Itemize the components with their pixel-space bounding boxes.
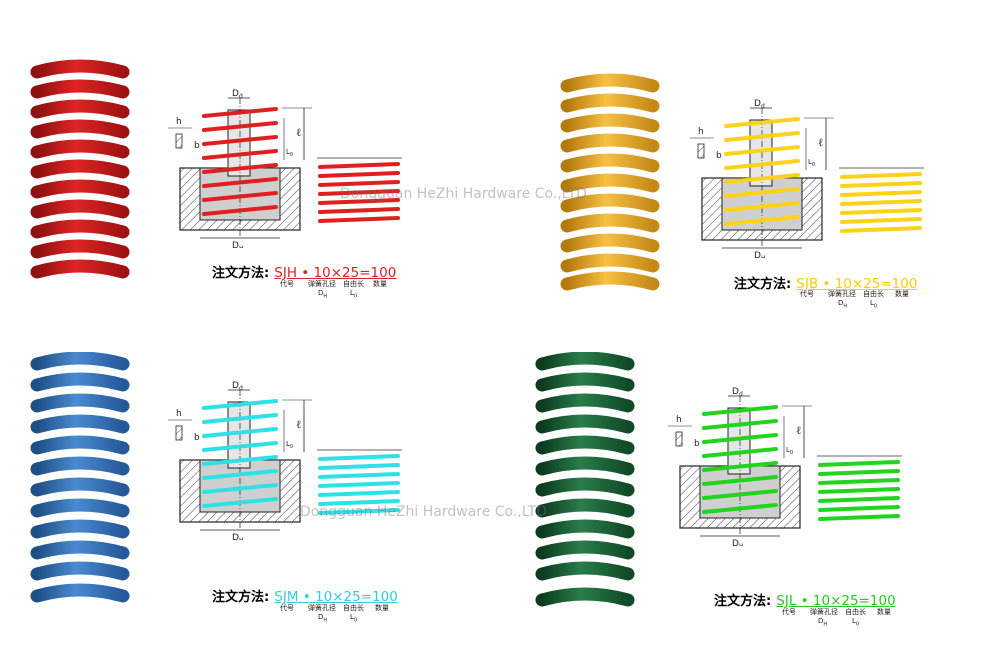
side-spring (318, 162, 400, 223)
diagram-coils (202, 107, 278, 216)
caption-code: 代号 (782, 608, 796, 616)
svg-text:Dd: Dd (232, 89, 243, 100)
diagram-coils (702, 405, 778, 514)
caption-qty: 数量 (877, 608, 891, 616)
svg-text:ℓ: ℓ (796, 424, 801, 437)
svg-text:L0: L0 (286, 440, 293, 450)
spring-coils (560, 73, 660, 291)
caption-l0: L0 (870, 299, 878, 310)
caption-row-sjm: 代号 弹簧孔径 自由长 数量 DH L0 (280, 603, 400, 627)
quadrant-sjm (0, 334, 500, 668)
svg-text:L0: L0 (808, 158, 815, 168)
svg-text:DH: DH (232, 533, 243, 540)
svg-text:L0: L0 (286, 148, 293, 158)
caption-dh: DH (818, 617, 828, 628)
spring-photo-sjm (30, 352, 130, 603)
caption-code: 代号 (280, 604, 294, 612)
caption-hole: 弹簧孔径 (828, 290, 856, 298)
watermark-bottom: Dongguan HeZhi Hardware Co.,LTD (300, 504, 547, 520)
side-spring (840, 172, 922, 233)
caption-length: 自由长 (343, 280, 364, 288)
svg-text:b: b (694, 439, 700, 449)
svg-text:h: h (698, 127, 704, 137)
order-code-sjb: SJB • 10×25=100 (796, 276, 918, 292)
order-line-sjb: 注文方法: SJB • 10×25=100 (734, 273, 917, 292)
caption-dh: DH (318, 289, 328, 300)
svg-text:h: h (176, 117, 182, 127)
caption-qty: 数量 (373, 280, 387, 288)
caption-code: 代号 (280, 280, 294, 288)
caption-hole: 弹簧孔径 (308, 604, 336, 612)
caption-l0: L0 (350, 613, 358, 624)
order-label: 注文方法: (714, 594, 772, 609)
caption-length: 自由长 (343, 604, 364, 612)
spring-coils (30, 352, 130, 603)
spring-coils (535, 352, 635, 607)
side-spring (318, 454, 400, 515)
quadrant-sjl (500, 334, 1000, 668)
order-label: 注文方法: (212, 266, 270, 281)
order-line-sjl: 注文方法: SJL • 10×25=100 (714, 590, 896, 609)
svg-text:Dd: Dd (732, 387, 743, 398)
caption-qty: 数量 (375, 604, 389, 612)
caption-dh: DH (838, 299, 848, 310)
quadrant-sjb (500, 0, 1000, 334)
svg-text:DH: DH (754, 251, 765, 258)
diagram-coils (202, 399, 278, 508)
svg-text:L0: L0 (786, 446, 793, 456)
spring-photo-sjb (560, 73, 660, 291)
spec-diagram-sjb: DdDH ℓL0 h b (690, 99, 924, 258)
watermark-top: Dongguan HeZhi Hardware Co.,LTD (340, 186, 587, 202)
svg-text:b: b (194, 433, 200, 443)
diagram-coils (724, 117, 800, 226)
svg-text:b: b (194, 141, 200, 151)
order-code-sjm: SJM • 10×25=100 (274, 589, 398, 605)
caption-l0: L0 (350, 289, 358, 300)
caption-length: 自由长 (845, 608, 866, 616)
svg-text:ℓ: ℓ (818, 136, 823, 149)
svg-text:Dd: Dd (232, 381, 243, 392)
caption-row-sjh: 代号 弹簧孔径 自由长 数量 DH L0 (280, 279, 400, 303)
caption-code: 代号 (800, 290, 814, 298)
svg-text:ℓ: ℓ (296, 418, 301, 431)
spec-diagram-sjm: DdDH ℓL0 h b (168, 381, 402, 540)
spring-photo-sjh (30, 59, 130, 279)
spring-coils (30, 59, 130, 279)
caption-length: 自由长 (863, 290, 884, 298)
caption-qty: 数量 (895, 290, 909, 298)
svg-text:ℓ: ℓ (296, 126, 301, 139)
order-code-sjl: SJL • 10×25=100 (776, 593, 896, 609)
svg-text:b: b (716, 151, 722, 161)
caption-row-sjl: 代号 弹簧孔径 自由长 数量 DH L0 (782, 607, 902, 631)
order-label: 注文方法: (734, 277, 792, 292)
caption-l0: L0 (852, 617, 860, 628)
caption-hole: 弹簧孔径 (308, 280, 336, 288)
quadrant-sjh (0, 0, 500, 334)
caption-dh: DH (318, 613, 328, 624)
caption-hole: 弹簧孔径 (810, 608, 838, 616)
svg-text:DH: DH (232, 241, 243, 248)
order-line-sjh: 注文方法: SJH • 10×25=100 (212, 262, 396, 281)
svg-text:DH: DH (732, 539, 743, 546)
order-line-sjm: 注文方法: SJM • 10×25=100 (212, 586, 398, 605)
spec-diagram-sjh: DdDH ℓL0 h b (168, 89, 402, 248)
svg-text:Dd: Dd (754, 99, 765, 110)
spec-diagram-sjl: DdDH ℓL0 h b (668, 387, 902, 546)
spring-photo-sjl (535, 352, 635, 607)
order-code-sjh: SJH • 10×25=100 (274, 265, 397, 281)
side-spring (818, 460, 900, 521)
order-label: 注文方法: (212, 590, 270, 605)
svg-text:h: h (176, 409, 182, 419)
svg-text:h: h (676, 415, 682, 425)
caption-row-sjb: 代号 弹簧孔径 自由长 数量 DH L0 (800, 289, 920, 313)
